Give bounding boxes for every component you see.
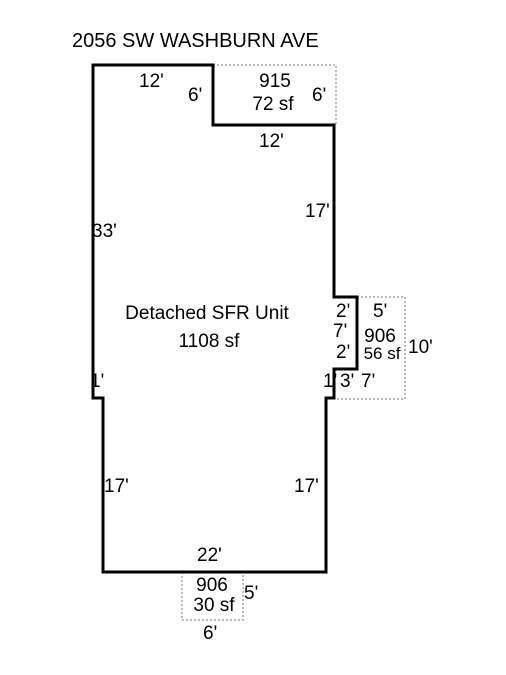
dim-addition-bottom-width: 6'	[203, 623, 217, 644]
dim-left-lower: 17'	[104, 476, 129, 497]
addition-right-outline	[334, 296, 406, 400]
dim-right-jog-top: 2'	[336, 301, 350, 322]
dim-right-step: 1'	[323, 371, 337, 392]
dim-notch-left: 6'	[188, 85, 202, 106]
dim-addition-bottom-side: 5'	[244, 583, 258, 604]
dim-left-upper: 33'	[92, 221, 117, 242]
dim-top-left: 12'	[139, 71, 164, 92]
addition-right-code: 906	[364, 326, 396, 347]
main-unit-area: 1108 sf	[179, 331, 241, 352]
dim-bottom: 22'	[197, 545, 222, 566]
main-unit-outline	[91, 63, 359, 574]
dim-notch-right: 6'	[312, 85, 326, 106]
dim-addition-right-side: 10'	[408, 337, 433, 358]
dim-notch-bottom: 12'	[259, 131, 284, 152]
dim-left-step: 1'	[90, 371, 104, 392]
addition-bottom-code: 906	[196, 575, 228, 596]
dim-right-jog-bottom: 2'	[336, 342, 350, 363]
main-unit-name: Detached SFR Unit	[125, 303, 289, 324]
dim-right-jog-mid: 7'	[333, 321, 347, 342]
property-address: 2056 SW WASHBURN AVE	[72, 30, 319, 52]
addition-top-area: 72 sf	[252, 94, 294, 115]
dim-right-step-width: 3'	[340, 371, 354, 392]
addition-top-outline	[213, 64, 337, 125]
addition-bottom-area: 30 sf	[193, 595, 235, 616]
dim-right-upper: 17'	[305, 201, 330, 222]
addition-right-area: 56 sf	[364, 344, 401, 363]
dim-right-lower: 17'	[294, 476, 319, 497]
addition-top-code: 915	[259, 71, 291, 92]
addition-bottom-outline	[181, 571, 244, 621]
dim-addition-right-top: 5'	[373, 301, 387, 322]
dim-addition-right-bottom: 7'	[361, 371, 375, 392]
